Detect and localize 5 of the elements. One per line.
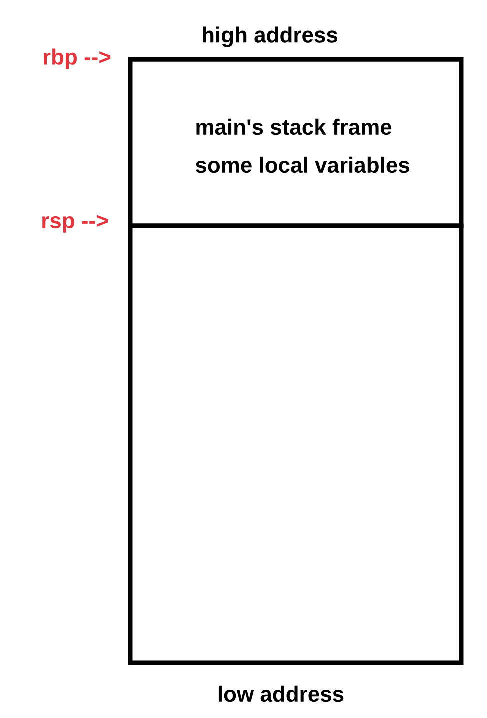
register-pointer-label: rbp --> [44, 48, 111, 70]
stack-box [128, 224, 464, 666]
register-pointer-label: rsp --> [42, 215, 108, 233]
stack-frame-box: main's stack frame some local variables [128, 57, 464, 228]
address-label: low address [218, 686, 344, 702]
